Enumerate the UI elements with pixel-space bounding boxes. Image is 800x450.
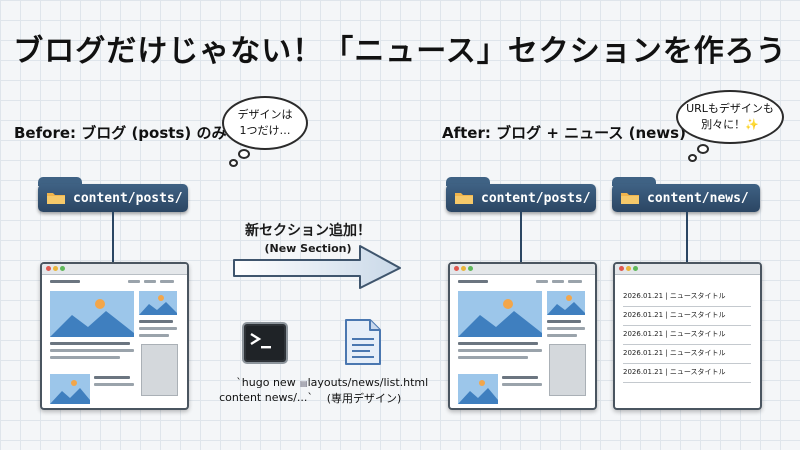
maximize-dot	[468, 266, 473, 271]
news-list-item: 2026.01.21 | ニュースタイトル	[623, 310, 751, 326]
text-placeholder	[50, 342, 130, 345]
logo-placeholder	[458, 280, 488, 283]
text-placeholder	[50, 356, 120, 359]
thought-dot	[229, 159, 238, 167]
layout-file-line1: ▤layouts/news/list.html	[300, 375, 428, 391]
thumbnail-image-icon	[50, 374, 90, 404]
thumbnail-image-icon	[458, 374, 498, 404]
blog-window-after	[448, 262, 597, 410]
text-placeholder	[547, 320, 581, 323]
news-list-item: 2026.01.21 | ニュースタイトル	[623, 367, 751, 383]
folder-label: content/posts/	[73, 190, 183, 206]
after-bubble-line2: 別々に！✨	[701, 118, 759, 131]
before-bubble-line1: デザインは	[237, 108, 293, 121]
layout-file-line2: (専用デザイン)	[326, 392, 402, 405]
folder-tab	[446, 177, 490, 186]
text-placeholder	[50, 349, 134, 352]
close-dot	[454, 266, 459, 271]
nav-placeholder	[128, 280, 140, 283]
command-caption: `hugo new content news/...`	[218, 375, 314, 405]
text-placeholder	[547, 334, 577, 337]
folder-news: content/news/	[612, 184, 760, 212]
before-bubble-line2: 1つだけ…	[239, 124, 291, 137]
layout-file-caption: ▤layouts/news/list.html (専用デザイン)	[300, 375, 428, 406]
page-title: ブログだけじゃない！「ニュース」セクションを作ろう	[13, 34, 787, 69]
folder-posts-before: content/posts/	[38, 184, 188, 212]
text-placeholder	[139, 320, 173, 323]
news-list-item: 2026.01.21 | ニュースタイトル	[623, 291, 751, 307]
layout-file-path: layouts/news/list.html	[307, 376, 429, 389]
hero-image-icon	[50, 291, 134, 337]
maximize-dot	[633, 266, 638, 271]
folder-tab	[38, 177, 82, 186]
command-line1: `hugo new	[236, 376, 296, 389]
before-caption: Before: ブログ (posts) のみ	[14, 124, 227, 142]
folder-tab	[612, 177, 656, 186]
sidebar-placeholder	[141, 344, 178, 396]
command-line2: content news/...`	[219, 391, 313, 404]
blog-window-before	[40, 262, 189, 410]
window-titlebar	[615, 264, 760, 275]
connector-line	[686, 212, 688, 262]
file-icon: ▤	[300, 379, 308, 388]
window-titlebar	[42, 264, 187, 275]
after-thought-bubble: URLもデザインも別々に！✨	[676, 90, 784, 144]
nav-placeholder	[536, 280, 548, 283]
nav-placeholder	[552, 280, 564, 283]
text-placeholder	[502, 383, 542, 386]
folder-label: content/news/	[647, 190, 749, 206]
folder-posts-after: content/posts/	[446, 184, 596, 212]
connector-line	[112, 212, 114, 262]
document-icon	[345, 319, 381, 365]
news-list-item: 2026.01.21 | ニュースタイトル	[623, 348, 751, 364]
arrow-label: 新セクション追加！	[245, 223, 371, 239]
terminal-icon	[242, 322, 288, 364]
news-list-item: 2026.01.21 | ニュースタイトル	[623, 329, 751, 345]
hero-image-icon	[458, 291, 542, 337]
text-placeholder	[94, 376, 130, 379]
maximize-dot	[60, 266, 65, 271]
folder-icon	[47, 193, 65, 204]
after-caption: After: ブログ + ニュース (news)	[442, 124, 686, 142]
arrow-sublabel: (New Section)	[264, 242, 352, 255]
nav-placeholder	[568, 280, 582, 283]
minimize-dot	[53, 266, 58, 271]
folder-label: content/posts/	[481, 190, 591, 206]
thought-dot	[688, 154, 697, 162]
text-placeholder	[458, 342, 538, 345]
arrow-label-group: 新セクション追加！ (New Section)	[238, 220, 378, 255]
text-placeholder	[458, 356, 528, 359]
right-arrow-icon	[233, 245, 401, 289]
minimize-dot	[461, 266, 466, 271]
connector-line	[520, 212, 522, 262]
window-titlebar	[450, 264, 595, 275]
thumbnail-image-icon	[547, 291, 585, 315]
sidebar-placeholder	[549, 344, 586, 396]
logo-placeholder	[50, 280, 80, 283]
minimize-dot	[626, 266, 631, 271]
text-placeholder	[458, 349, 542, 352]
folder-icon	[621, 193, 639, 204]
text-placeholder	[139, 334, 169, 337]
text-placeholder	[502, 376, 538, 379]
text-placeholder	[139, 327, 177, 330]
thought-dot	[697, 144, 709, 154]
before-thought-bubble: デザインは 1つだけ…	[222, 96, 308, 150]
after-bubble-line1: URLもデザインも	[686, 102, 774, 115]
nav-placeholder	[144, 280, 156, 283]
text-placeholder	[547, 327, 585, 330]
folder-icon	[455, 193, 473, 204]
news-window: 2026.01.21 | ニュースタイトル 2026.01.21 | ニュースタ…	[613, 262, 762, 410]
close-dot	[619, 266, 624, 271]
thought-dot	[238, 149, 250, 159]
close-dot	[46, 266, 51, 271]
text-placeholder	[94, 383, 134, 386]
nav-placeholder	[160, 280, 174, 283]
thumbnail-image-icon	[139, 291, 177, 315]
